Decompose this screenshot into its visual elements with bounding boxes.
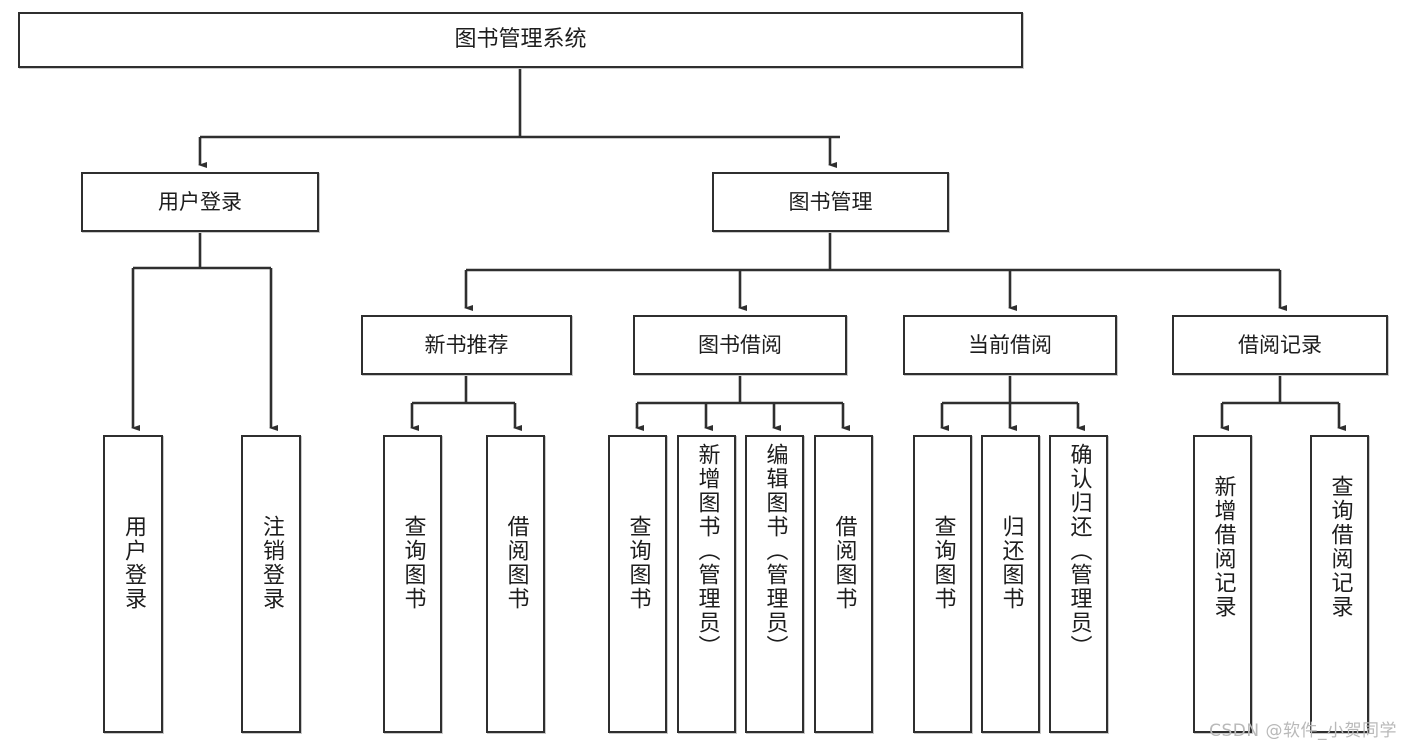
node-label: 查询图书	[400, 515, 426, 611]
node-borrow-record[interactable]: 借阅记录	[1172, 315, 1388, 375]
node-new-book-recommend[interactable]: 新书推荐	[361, 315, 572, 375]
leaf-borrow-book-recommend[interactable]: 借阅图书	[486, 435, 545, 733]
node-label: 编辑图书（管理员）	[762, 443, 788, 659]
node-label: 新增图书（管理员）	[694, 443, 720, 659]
leaf-confirm-return-admin[interactable]: 确认归还（管理员）	[1049, 435, 1108, 733]
csdn-watermark: CSDN @软件_小贺同学	[1209, 721, 1397, 741]
node-label: 用户登录	[121, 515, 146, 611]
node-label: 图书管理	[788, 189, 873, 214]
node-current-borrow[interactable]: 当前借阅	[903, 315, 1117, 375]
node-label: 借阅记录	[1238, 332, 1322, 357]
leaf-query-borrow-record[interactable]: 查询借阅记录	[1310, 435, 1369, 733]
node-label: 查询图书	[625, 515, 651, 611]
leaf-logout-login[interactable]: 注销登录	[241, 435, 301, 733]
leaf-return-book[interactable]: 归还图书	[981, 435, 1040, 733]
node-label: 注销登录	[259, 515, 284, 611]
node-user-login[interactable]: 用户登录	[81, 172, 319, 232]
leaf-add-borrow-record[interactable]: 新增借阅记录	[1193, 435, 1252, 733]
node-label: 查询图书	[930, 515, 956, 611]
node-label: 确认归还（管理员）	[1066, 443, 1092, 659]
leaf-query-book-recommend[interactable]: 查询图书	[383, 435, 442, 733]
node-root-book-management-system[interactable]: 图书管理系统	[18, 12, 1023, 68]
leaf-borrow-book-borrow[interactable]: 借阅图书	[814, 435, 873, 733]
leaf-user-login[interactable]: 用户登录	[103, 435, 163, 733]
node-book-borrow[interactable]: 图书借阅	[633, 315, 847, 375]
node-label: 新增借阅记录	[1210, 475, 1236, 619]
leaf-edit-book-admin[interactable]: 编辑图书（管理员）	[745, 435, 804, 733]
node-label: 图书借阅	[698, 332, 782, 357]
node-label: 借阅图书	[831, 515, 857, 611]
node-label: 用户登录	[158, 189, 242, 214]
node-label: 查询借阅记录	[1327, 475, 1353, 619]
node-label: 图书管理系统	[454, 27, 587, 53]
leaf-query-book-borrow[interactable]: 查询图书	[608, 435, 667, 733]
node-label: 归还图书	[998, 515, 1024, 611]
node-label: 当前借阅	[968, 332, 1052, 357]
node-label: 借阅图书	[503, 515, 529, 611]
node-label: 新书推荐	[424, 332, 509, 357]
leaf-query-book-current[interactable]: 查询图书	[913, 435, 972, 733]
node-book-management[interactable]: 图书管理	[712, 172, 949, 232]
leaf-add-book-admin[interactable]: 新增图书（管理员）	[677, 435, 736, 733]
